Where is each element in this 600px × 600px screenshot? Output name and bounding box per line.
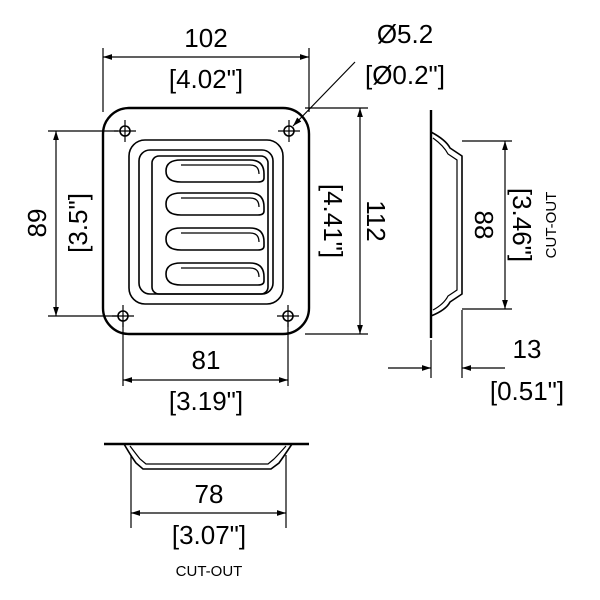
louver-panel (151, 155, 269, 295)
width-dimension: 102 [4.02"] (102, 23, 310, 112)
width-mm-label: 102 (184, 23, 227, 53)
hole-dia-in-label: [Ø0.2"] (365, 60, 445, 90)
front-view: 102 [4.02"] Ø5.2 [Ø0.2"] 89 [3.5"] 112 [… (22, 19, 445, 416)
louver (165, 159, 265, 183)
side-depth-dimension: 13 [0.51"] (388, 310, 564, 406)
side-cutout-mm-label: 88 (469, 211, 499, 240)
side-view: 88 [3.46"] CUT-OUT 13 [0.51"] (388, 110, 564, 406)
outer-flange (101, 106, 311, 336)
louver (165, 227, 265, 251)
left-height-mm-label: 89 (22, 209, 52, 238)
mounting-holes (112, 120, 300, 327)
louver (165, 262, 265, 286)
hole-spacing-dimension: 81 [3.19"] (122, 322, 289, 416)
hole-diameter-callout: Ø5.2 [Ø0.2"] (292, 19, 445, 127)
right-height-dimension: 112 [4.41"] (305, 107, 391, 335)
side-cutout-caption: CUT-OUT (543, 192, 560, 259)
bottom-dish-outer (123, 443, 293, 470)
bottom-cutout-mm-label: 78 (195, 479, 224, 509)
bottom-view: 78 [3.07"] CUT-OUT (104, 442, 309, 580)
right-height-mm-label: 112 (361, 200, 391, 241)
bottom-cutout-in-label: [3.07"] (172, 520, 246, 550)
dish-inner (138, 149, 274, 295)
side-dish-inner (432, 137, 458, 311)
hole-spacing-in-label: [3.19"] (169, 386, 243, 416)
hole-spacing-mm-label: 81 (192, 345, 221, 375)
side-depth-in-label: [0.51"] (490, 376, 564, 406)
side-dish-outer (430, 131, 463, 317)
right-height-in-label: [4.41"] (318, 184, 348, 258)
louver (165, 192, 265, 216)
bottom-cutout-caption: CUT-OUT (176, 563, 243, 580)
hole-dia-mm-label: Ø5.2 (377, 19, 433, 49)
side-depth-mm-label: 13 (513, 334, 542, 364)
louvers (165, 159, 265, 286)
bottom-cutout-dimension: 78 [3.07"] CUT-OUT (130, 455, 287, 580)
mounting-hole (278, 120, 300, 142)
side-cutout-dimension: 88 [3.46"] CUT-OUT (462, 140, 560, 310)
left-height-in-label: [3.5"] (63, 193, 93, 253)
left-height-dimension: 89 [3.5"] (22, 130, 118, 317)
width-in-label: [4.02"] (169, 64, 243, 94)
side-cutout-in-label: [3.46"] (507, 188, 537, 262)
bottom-dish-inner (129, 445, 287, 465)
dish-outer (128, 139, 284, 305)
